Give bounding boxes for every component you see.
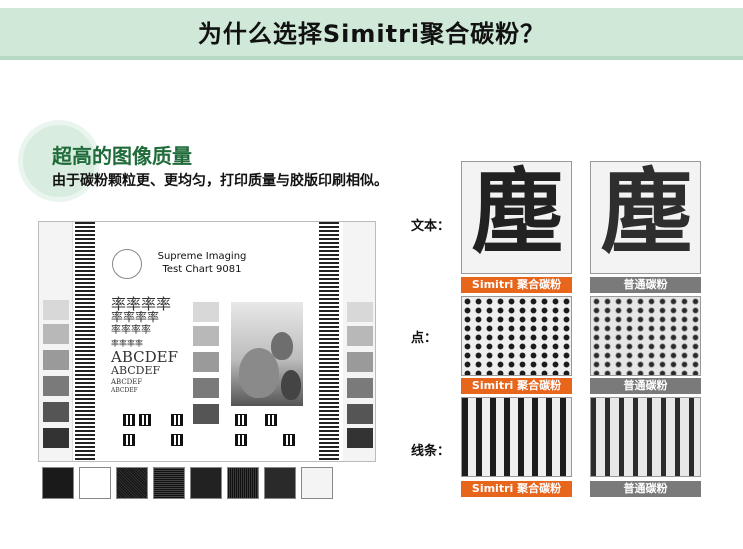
gray-patch bbox=[193, 352, 219, 372]
balloon-photo bbox=[231, 302, 303, 406]
simitri-dot-sample bbox=[461, 296, 572, 376]
texture-swatch-row bbox=[42, 467, 334, 499]
chart-title: Supreme Imaging Test Chart 9081 bbox=[147, 250, 257, 276]
test-chart-image: Supreme Imaging Test Chart 9081 率率率率 率率率… bbox=[38, 221, 376, 462]
qr-mark bbox=[123, 414, 135, 426]
row-label-dots: 点： bbox=[411, 331, 438, 346]
row-label-lines: 线条： bbox=[411, 444, 451, 459]
swatch bbox=[264, 467, 296, 499]
line-pattern bbox=[462, 398, 571, 476]
chart-left-bars bbox=[75, 222, 95, 461]
gray-patch bbox=[347, 302, 373, 322]
balloon-shape bbox=[281, 370, 301, 400]
gray-patch bbox=[193, 404, 219, 424]
sample-glyph: 塵 bbox=[600, 161, 693, 266]
gray-patch bbox=[193, 302, 219, 322]
swatch bbox=[227, 467, 259, 499]
line-pattern bbox=[591, 398, 700, 476]
qr-mark bbox=[235, 414, 247, 426]
simitri-text-sample: 塵 bbox=[461, 161, 572, 274]
qr-mark bbox=[171, 434, 183, 446]
latin-line: ABCDEF bbox=[111, 364, 161, 377]
section-description: 由于碳粉颗粒更、更均匀，打印质量与胶版印刷相似。 bbox=[52, 173, 388, 189]
qr-mark bbox=[171, 414, 183, 426]
dot-pattern bbox=[462, 297, 571, 375]
chart-right-bars bbox=[319, 222, 339, 461]
swatch bbox=[79, 467, 111, 499]
header-banner: 为什么选择Simitri聚合碳粉？ bbox=[0, 0, 743, 70]
page-title: 为什么选择Simitri聚合碳粉？ bbox=[197, 20, 546, 48]
simitri-label: Simitri 聚合碳粉 bbox=[461, 481, 572, 497]
gray-patch bbox=[43, 428, 69, 448]
qr-mark bbox=[265, 414, 277, 426]
hanzi-line: 率率率率 bbox=[111, 339, 143, 348]
hanzi-line: 率率率率 bbox=[111, 325, 151, 336]
hanzi-line: 率率率率 bbox=[111, 295, 172, 313]
qr-mark bbox=[235, 434, 247, 446]
gray-patch bbox=[347, 352, 373, 372]
normal-line-sample bbox=[590, 397, 701, 477]
gray-patch bbox=[347, 428, 373, 448]
gray-patch bbox=[43, 300, 69, 320]
gray-patch bbox=[347, 378, 373, 398]
simitri-label: Simitri 聚合碳粉 bbox=[461, 378, 572, 394]
latin-line: ABCDEF bbox=[111, 378, 143, 386]
gray-patch bbox=[43, 402, 69, 422]
row-label-text: 文本： bbox=[411, 219, 451, 234]
normal-text-sample: 塵 bbox=[590, 161, 701, 274]
normal-label: 普通碳粉 bbox=[590, 378, 701, 394]
chart-registration-circle bbox=[112, 249, 142, 279]
normal-dot-sample bbox=[590, 296, 701, 376]
gray-patch bbox=[193, 378, 219, 398]
qr-mark bbox=[139, 414, 151, 426]
normal-label: 普通碳粉 bbox=[590, 277, 701, 293]
gray-patch bbox=[347, 404, 373, 424]
latin-line: ABCDEF bbox=[111, 387, 138, 394]
section-title: 超高的图像质量 bbox=[52, 144, 192, 168]
gray-patch bbox=[43, 324, 69, 344]
balloon-shape bbox=[239, 348, 279, 398]
chart-title-line1: Supreme Imaging bbox=[157, 251, 247, 262]
swatch bbox=[190, 467, 222, 499]
swatch bbox=[301, 467, 333, 499]
qr-mark bbox=[283, 434, 295, 446]
gray-patch bbox=[43, 376, 69, 396]
swatch bbox=[42, 467, 74, 499]
qr-mark bbox=[123, 434, 135, 446]
chart-latin-samples: ABCDEF ABCDEF ABCDEF ABCDEF bbox=[111, 350, 178, 395]
section-decoration-circle bbox=[18, 120, 100, 202]
chart-hanzi-samples: 率率率率 率率率率 率率率率 率率率率 bbox=[111, 295, 201, 350]
sample-glyph: 塵 bbox=[471, 161, 564, 266]
hanzi-line: 率率率率 bbox=[111, 310, 160, 324]
simitri-line-sample bbox=[461, 397, 572, 477]
swatch bbox=[153, 467, 185, 499]
banner-background bbox=[0, 8, 743, 60]
dot-pattern bbox=[591, 297, 700, 375]
gray-patch bbox=[347, 326, 373, 346]
chart-title-line2: Test Chart 9081 bbox=[162, 264, 242, 275]
simitri-label: Simitri 聚合碳粉 bbox=[461, 277, 572, 293]
balloon-shape bbox=[271, 332, 293, 360]
swatch bbox=[116, 467, 148, 499]
gray-patch bbox=[43, 350, 69, 370]
gray-patch bbox=[193, 326, 219, 346]
latin-line: ABCDEF bbox=[111, 348, 178, 366]
normal-label: 普通碳粉 bbox=[590, 481, 701, 497]
